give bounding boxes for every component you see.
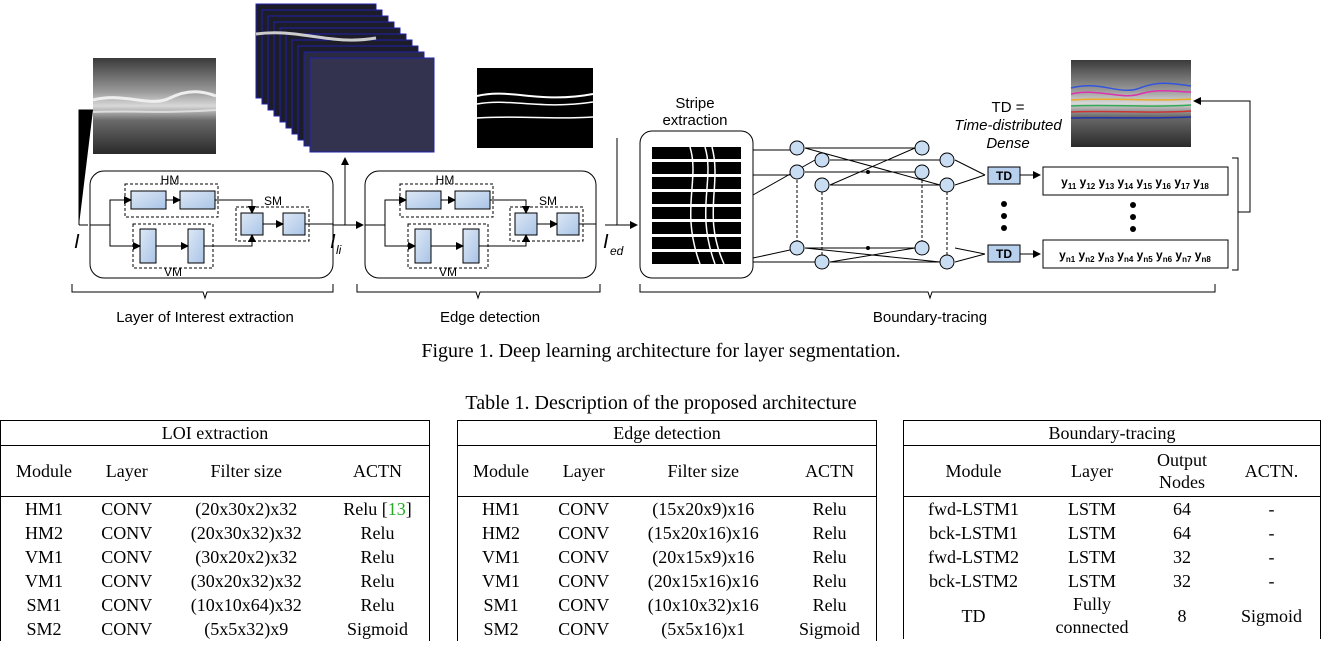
svg-text:TD: TD	[996, 169, 1012, 183]
output-symbol: y	[1156, 248, 1163, 262]
edge-module-box	[364, 170, 597, 279]
col-header: Layer	[1043, 445, 1142, 497]
output-symbol: y	[1061, 175, 1068, 189]
col-header: ACTN	[783, 445, 877, 497]
output-symbol: y	[1174, 175, 1181, 189]
output-symbol: y	[1080, 175, 1087, 189]
table-group-title: Edge detection	[457, 420, 877, 446]
actn-cell-with-citation: Relu [13]	[343, 499, 412, 519]
table-group-title: Boundary-tracing	[903, 420, 1321, 446]
table-loi-extraction: LOI extraction Module Layer Filter size …	[0, 420, 430, 641]
td-note-2: Time-distributed	[954, 117, 1062, 134]
stripe-image	[639, 130, 754, 279]
table-edge-detection: Edge detection Module Layer Filter size …	[457, 420, 877, 641]
col-header: Module	[457, 445, 545, 497]
lli-label: I	[330, 231, 336, 253]
col-header: Layer	[87, 445, 167, 497]
output-row-n: yn1 yn2 yn3 yn4 yn5 yn6 yn7 yn8	[1042, 239, 1229, 269]
figure-caption: Figure 1. Deep learning architecture for…	[421, 340, 901, 362]
output-symbol: y	[1155, 175, 1162, 189]
col-header: Layer	[544, 445, 624, 497]
col-header: Filter size	[166, 445, 327, 497]
col-header: Output Nodes	[1141, 445, 1224, 497]
hm-label-1: HM	[161, 173, 180, 187]
output-symbol: y	[1099, 175, 1106, 189]
lli-subscript: li	[336, 243, 342, 257]
output-symbol: y	[1136, 175, 1143, 189]
stripe-title-2: extraction	[662, 112, 727, 129]
td-note-3: Dense	[986, 135, 1029, 152]
table-caption: Table 1. Description of the proposed arc…	[465, 392, 857, 414]
feature-map-stack	[255, 3, 435, 153]
hm-label-2: HM	[436, 173, 455, 187]
led-label: I	[603, 231, 609, 253]
brace-label-loi: Layer of Interest extraction	[116, 309, 294, 326]
input-label: I	[74, 231, 80, 253]
output-symbol: y	[1118, 175, 1125, 189]
architecture-figure: HM VM SM HM VM SM I I li I ed Stripe ext…	[71, 3, 1251, 326]
loi-module-box	[89, 170, 334, 279]
col-header: ACTN	[326, 445, 430, 497]
td-note-1: TD =	[992, 99, 1025, 116]
td-box-1: TD	[987, 166, 1021, 185]
svg-text:TD: TD	[996, 247, 1012, 261]
lstm-network	[752, 140, 986, 270]
output-symbol: y	[1079, 248, 1086, 262]
led-subscript: ed	[610, 244, 624, 258]
col-header: ACTN.	[1223, 445, 1321, 497]
col-header: Module	[0, 445, 88, 497]
sm-label-1: SM	[264, 194, 282, 208]
brace-label-edge: Edge detection	[440, 309, 540, 326]
vm-label-1: VM	[164, 265, 182, 279]
output-symbol: y	[1195, 248, 1202, 262]
input-oct-image	[92, 58, 217, 154]
table-group-title: LOI extraction	[0, 420, 430, 446]
output-oct-image	[1070, 60, 1192, 147]
col-header: Module	[903, 445, 1044, 497]
output-row-1: y11 y12 y13 y14 y15 y16 y17 y18	[1042, 166, 1229, 196]
td-box-n: TD	[987, 244, 1021, 263]
sm-label-2: SM	[539, 194, 557, 208]
vm-label-2: VM	[439, 265, 457, 279]
output-symbol: y	[1175, 248, 1182, 262]
svg-text:yn1 yn2 yn3 yn4 yn5 yn6 yn7 yn: yn1 yn2 yn3 yn4 yn5 yn6 yn7 yn8	[1059, 248, 1211, 264]
output-symbol: y	[1193, 175, 1200, 189]
table-boundary-tracing: Boundary-tracing Module Layer Output Nod…	[903, 420, 1321, 639]
output-symbol: y	[1059, 248, 1066, 262]
edge-image	[476, 68, 594, 148]
output-symbol: y	[1137, 248, 1144, 262]
svg-text:y11 y12 y13 y14 y15 y16 y17 y1: y11 y12 y13 y14 y15 y16 y17 y18	[1061, 175, 1209, 191]
output-symbol: y	[1098, 248, 1105, 262]
col-header: Filter size	[623, 445, 784, 497]
brace-label-bt: Boundary-tracing	[873, 309, 987, 326]
output-symbol: y	[1117, 248, 1124, 262]
stripe-title-1: Stripe	[675, 95, 714, 112]
